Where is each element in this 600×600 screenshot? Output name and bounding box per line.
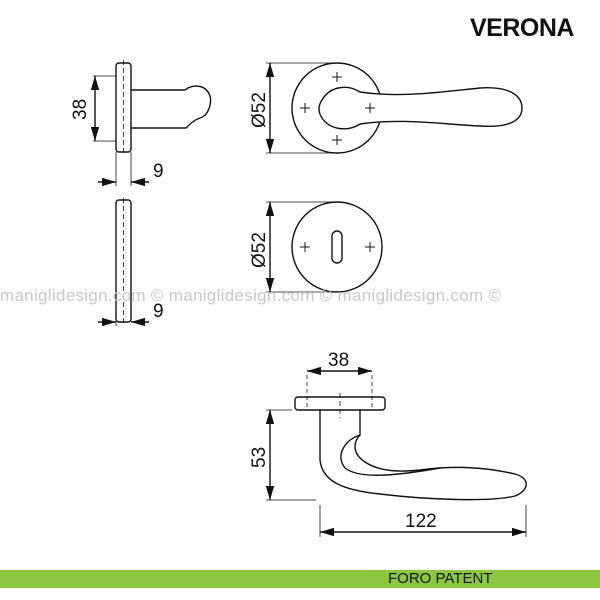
watermark: maniglidesign.com © maniglidesign.com © … — [0, 286, 502, 305]
dim-diameter-bottom — [265, 201, 337, 293]
front-view-escutcheon — [291, 201, 383, 293]
dim-9-top — [98, 152, 149, 187]
dim-122-horizontal — [319, 505, 527, 537]
dim-label-9-bottom: 9 — [153, 301, 164, 322]
dim-diameter-top — [265, 62, 337, 154]
dim-label-38-vertical: 38 — [70, 99, 91, 120]
footer-label: FORO PATENT — [388, 570, 493, 587]
dim-label-diameter-top: Ø52 — [249, 92, 270, 128]
dim-label-53: 53 — [249, 447, 270, 468]
dim-label-38-horizontal: 38 — [328, 350, 349, 371]
side-view-rose-handle — [115, 60, 212, 155]
dim-label-9-top: 9 — [153, 161, 164, 182]
product-title: VERONA — [470, 14, 574, 42]
footer-bar — [0, 570, 600, 588]
side-view-handle — [294, 375, 527, 501]
front-view-rose-handle — [291, 62, 523, 154]
side-view-escutcheon — [98, 198, 149, 327]
dim-label-diameter-bottom: Ø52 — [249, 232, 270, 268]
dim-label-122: 122 — [405, 511, 437, 532]
dim-53-vertical — [265, 409, 316, 501]
dim-38-vertical — [90, 75, 116, 142]
